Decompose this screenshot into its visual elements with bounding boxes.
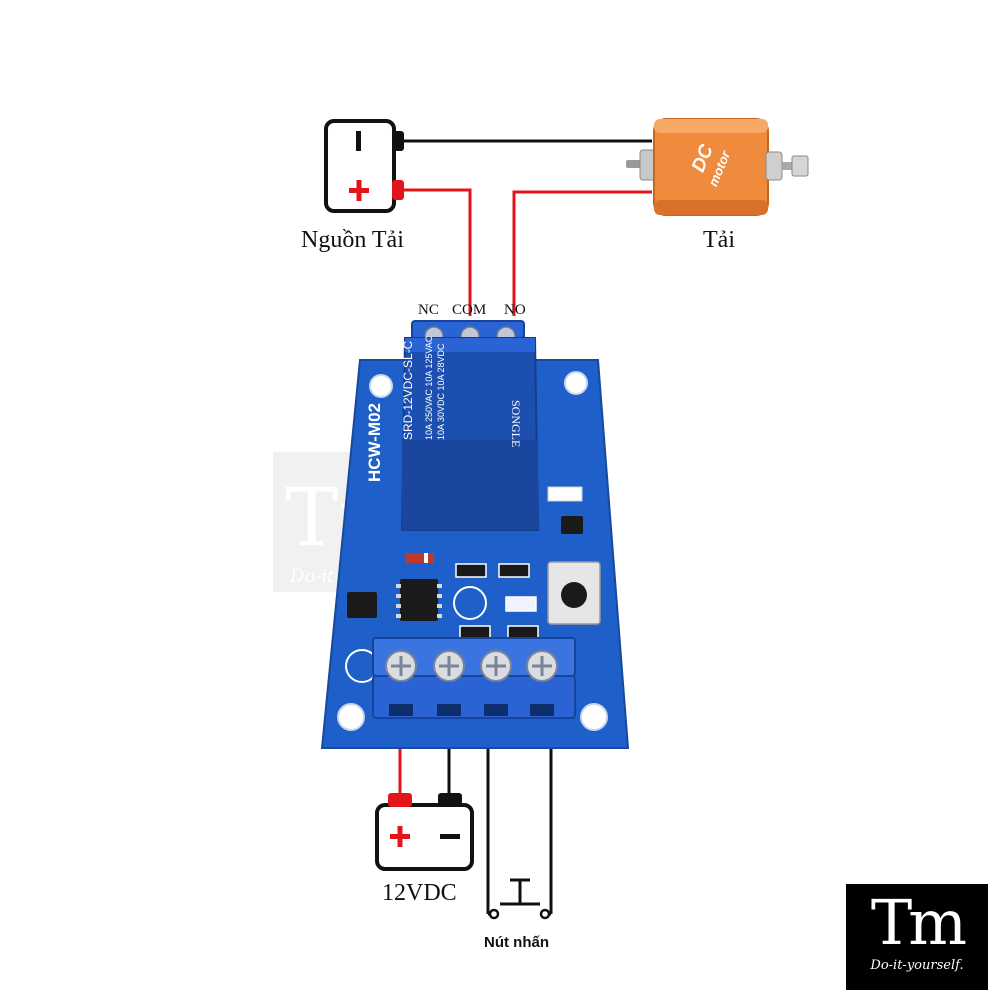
relay-rating-2: 10A 30VDC 10A 28VDC	[436, 343, 446, 440]
button-label: Nút nhấn	[484, 934, 549, 951]
board-label: HCW-M02	[365, 403, 384, 482]
brand-logo: Tm Do-it-yourself.	[846, 884, 988, 990]
supply-positive-terminal	[388, 793, 412, 807]
relay-rating-1: 10A 250VAC 10A 125VAC	[424, 335, 434, 440]
smd-led	[505, 596, 537, 612]
power-source-label: Nguồn Tải	[301, 227, 404, 253]
input-terminal-block	[372, 637, 576, 719]
mounting-hole	[580, 703, 608, 731]
nc-label: NC	[418, 302, 439, 318]
mounting-hole	[564, 371, 588, 395]
logo-tagline: Do-it-yourself.	[870, 958, 964, 973]
mounting-hole	[369, 374, 393, 398]
mounting-hole	[337, 703, 365, 731]
wire-battery-positive-to-com	[404, 188, 472, 316]
smd-led	[547, 486, 583, 502]
com-label: COM	[452, 302, 487, 318]
smd-resistor	[455, 563, 487, 578]
dc-motor: DC motor	[626, 118, 809, 216]
supply-negative-terminal	[438, 793, 462, 807]
wire-motor-to-no	[512, 190, 652, 316]
relay-module: HCW-M02 SRD-12VDC-SL-C 10A 250VAC 10A 12…	[320, 320, 630, 749]
minus-icon	[356, 131, 361, 151]
smd-resistor	[498, 563, 530, 578]
motor-gear-icon	[791, 155, 809, 177]
ic-chip	[400, 579, 438, 621]
relay-brand: SONGLE	[509, 400, 523, 447]
supply-label: 12VDC	[382, 880, 457, 906]
onboard-button	[547, 561, 601, 625]
load-battery	[324, 119, 404, 213]
minus-icon	[440, 834, 460, 839]
push-button-symbol	[488, 878, 551, 920]
transistor	[347, 592, 377, 618]
load-label: Tải	[703, 227, 735, 253]
logo-mark: Tm	[870, 886, 967, 959]
transistor	[561, 516, 583, 534]
diode	[406, 553, 434, 563]
capacitor	[453, 586, 487, 620]
supply-battery	[375, 793, 474, 871]
relay-model: SRD-12VDC-SL-C	[401, 340, 415, 440]
battery-negative-terminal	[392, 131, 404, 151]
relay: SRD-12VDC-SL-C 10A 250VAC 10A 125VAC 10A…	[400, 335, 540, 531]
no-label: NO	[504, 302, 526, 318]
battery-positive-terminal	[392, 180, 404, 200]
